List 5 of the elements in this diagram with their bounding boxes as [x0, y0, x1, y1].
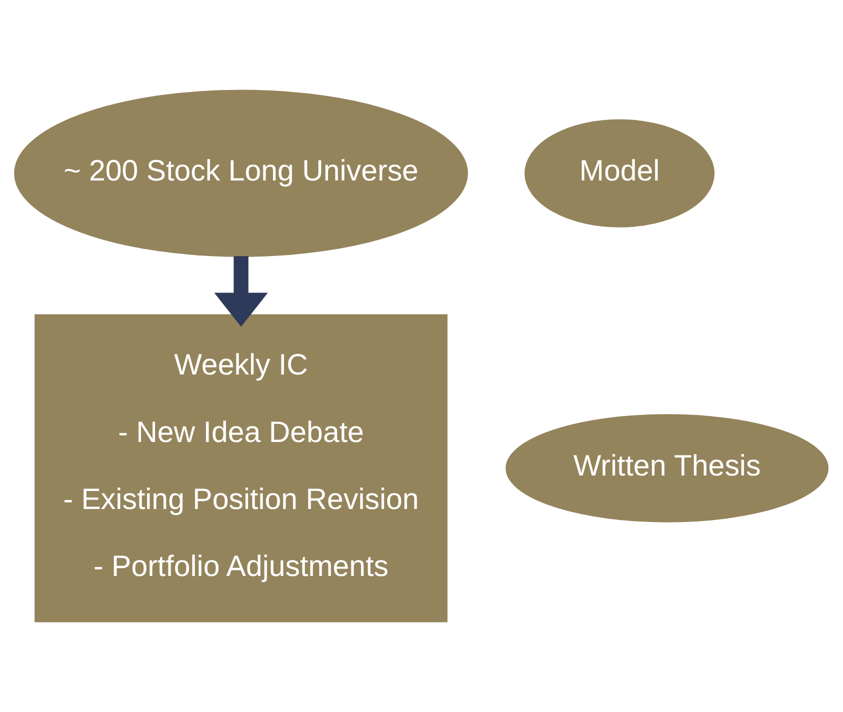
node-ellipse: Written Thesis — [506, 414, 829, 522]
node-ellipse: Model — [524, 119, 715, 228]
node-box: Weekly IC - New Idea Debate - Existing Position Revision - Portfolio Adjustments — [34, 314, 448, 622]
node-ellipse: ~ 200 Stock Long Universe — [14, 90, 468, 257]
arrow — [214, 256, 268, 327]
